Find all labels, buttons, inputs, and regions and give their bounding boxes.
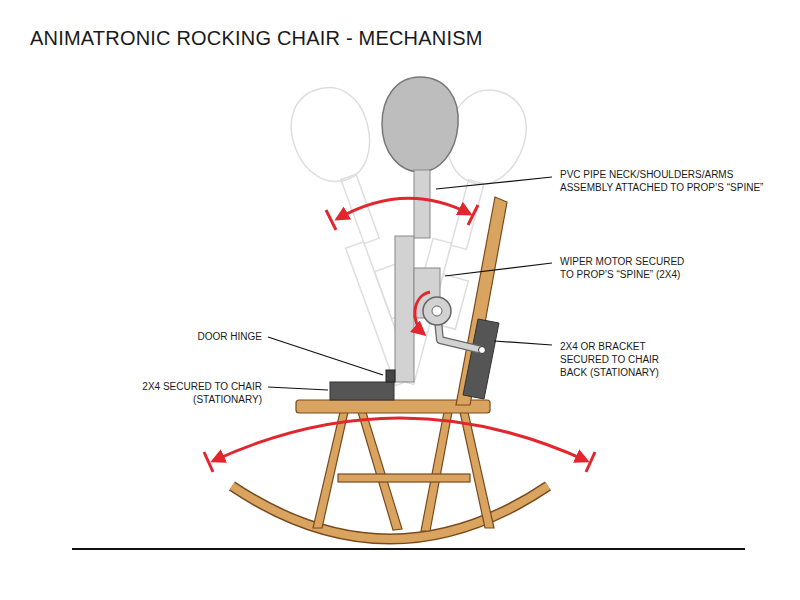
wiper-motor [423, 297, 451, 325]
callout-label: WIPER MOTOR SECURED TO PROP’S “SPINE” (2… [560, 255, 690, 281]
motion-arrows [204, 198, 595, 472]
callout-label: 2X4 SECURED TO CHAIR (STATIONARY) [137, 380, 262, 406]
leader-lines [268, 177, 552, 390]
callout-label: 2X4 OR BRACKET SECURED TO CHAIR BACK (ST… [560, 340, 685, 379]
seat-2x4 [330, 382, 394, 400]
prop-figure [382, 77, 458, 382]
title: ANIMATRONIC ROCKING CHAIR - MECHANISM [30, 27, 483, 50]
chair-back [456, 197, 507, 405]
bracket [463, 319, 499, 399]
chair-legs [313, 412, 494, 531]
callout-label: PVC PIPE NECK/SHOULDERS/ARMS ASSEMBLY AT… [560, 168, 785, 194]
callout-label: DOOR HINGE [142, 330, 262, 343]
floor-line [72, 548, 745, 550]
door-hinge [386, 370, 395, 382]
